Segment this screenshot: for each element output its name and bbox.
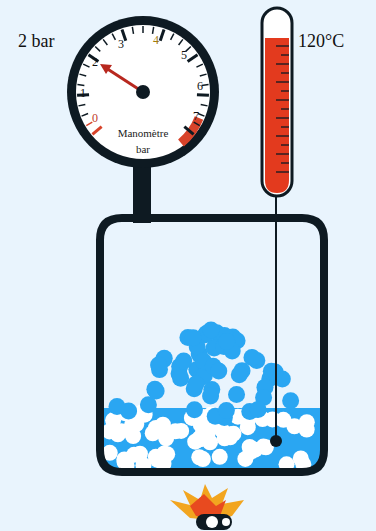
tick bbox=[92, 127, 101, 135]
molecule bbox=[202, 387, 219, 404]
tick bbox=[194, 122, 200, 126]
tick bbox=[276, 99, 289, 100]
probe bbox=[270, 435, 282, 447]
molecule bbox=[210, 363, 227, 380]
tick bbox=[200, 74, 207, 76]
scale-number: 3 bbox=[118, 38, 124, 50]
tick bbox=[276, 45, 289, 46]
molecule bbox=[231, 366, 248, 383]
tick bbox=[95, 47, 100, 52]
scale-number: 0 bbox=[92, 112, 98, 124]
thermometer-fill bbox=[265, 38, 289, 193]
molecule bbox=[212, 449, 228, 465]
molecule bbox=[293, 450, 309, 466]
molecule bbox=[108, 398, 125, 415]
tick bbox=[184, 127, 193, 135]
molecule bbox=[126, 447, 142, 463]
gauge-face bbox=[76, 25, 210, 159]
molecule bbox=[237, 451, 253, 467]
tick bbox=[276, 153, 289, 154]
molecule bbox=[148, 449, 164, 465]
tick bbox=[83, 64, 89, 67]
molecule bbox=[218, 402, 235, 419]
tick bbox=[82, 114, 89, 117]
tick bbox=[201, 104, 208, 105]
flame bbox=[170, 484, 244, 530]
gauge-label: Manomètre bar bbox=[110, 126, 176, 158]
tick bbox=[78, 104, 85, 105]
tick bbox=[86, 122, 92, 126]
thermometer-tube bbox=[262, 8, 292, 196]
tick bbox=[281, 126, 289, 127]
tick bbox=[188, 55, 198, 62]
thermometer-stem bbox=[275, 190, 277, 440]
gauge-ticks bbox=[77, 26, 209, 134]
scale-number: 7 bbox=[193, 110, 199, 122]
gauge-ring bbox=[67, 16, 219, 168]
molecule bbox=[140, 396, 157, 413]
tick bbox=[160, 29, 164, 40]
scale-number: 2 bbox=[92, 56, 98, 68]
molecule bbox=[203, 322, 220, 339]
tick bbox=[197, 93, 209, 97]
tick bbox=[112, 34, 115, 40]
tick bbox=[142, 26, 144, 33]
molecule bbox=[228, 386, 245, 403]
pot bbox=[100, 218, 324, 472]
molecule bbox=[264, 411, 280, 427]
tick bbox=[281, 108, 289, 109]
molecule bbox=[175, 353, 192, 370]
molecule bbox=[218, 333, 235, 350]
molecule bbox=[148, 420, 164, 436]
molecules bbox=[101, 322, 314, 474]
molecule bbox=[243, 349, 260, 366]
molecule bbox=[113, 423, 129, 439]
needle-head bbox=[100, 64, 112, 74]
tick bbox=[281, 72, 289, 73]
tick bbox=[196, 64, 202, 67]
tick bbox=[276, 63, 289, 64]
molecule bbox=[186, 401, 203, 418]
molecule bbox=[195, 451, 211, 467]
tick bbox=[276, 135, 289, 136]
molecule bbox=[222, 429, 238, 445]
molecule bbox=[282, 392, 299, 409]
tick bbox=[281, 54, 289, 55]
scale-number: 5 bbox=[181, 49, 187, 61]
tick bbox=[276, 171, 289, 172]
tick bbox=[79, 74, 86, 76]
tick bbox=[179, 39, 183, 45]
tick bbox=[276, 81, 289, 82]
tick bbox=[276, 117, 289, 118]
thermometer-ticks bbox=[276, 46, 289, 172]
tick bbox=[281, 144, 289, 145]
molecule bbox=[187, 375, 204, 392]
gauge-caption: Manomètre bar bbox=[110, 126, 176, 158]
tick bbox=[103, 39, 107, 45]
molecule bbox=[199, 426, 215, 442]
needle-hub bbox=[136, 85, 150, 99]
scale-number: 4 bbox=[153, 34, 159, 46]
temperature-reading: 120°C bbox=[298, 32, 344, 50]
tick bbox=[281, 90, 289, 91]
molecule bbox=[150, 357, 167, 374]
molecule bbox=[172, 370, 189, 387]
pressure-reading: 2 bar bbox=[18, 32, 54, 50]
tick bbox=[153, 27, 154, 34]
tick bbox=[132, 27, 133, 34]
tick bbox=[171, 34, 174, 40]
molecule bbox=[250, 401, 267, 418]
scale-number: 6 bbox=[197, 80, 203, 92]
tick bbox=[77, 84, 84, 86]
tick bbox=[281, 162, 289, 163]
molecule bbox=[185, 329, 202, 346]
scale-number: 1 bbox=[80, 87, 86, 99]
